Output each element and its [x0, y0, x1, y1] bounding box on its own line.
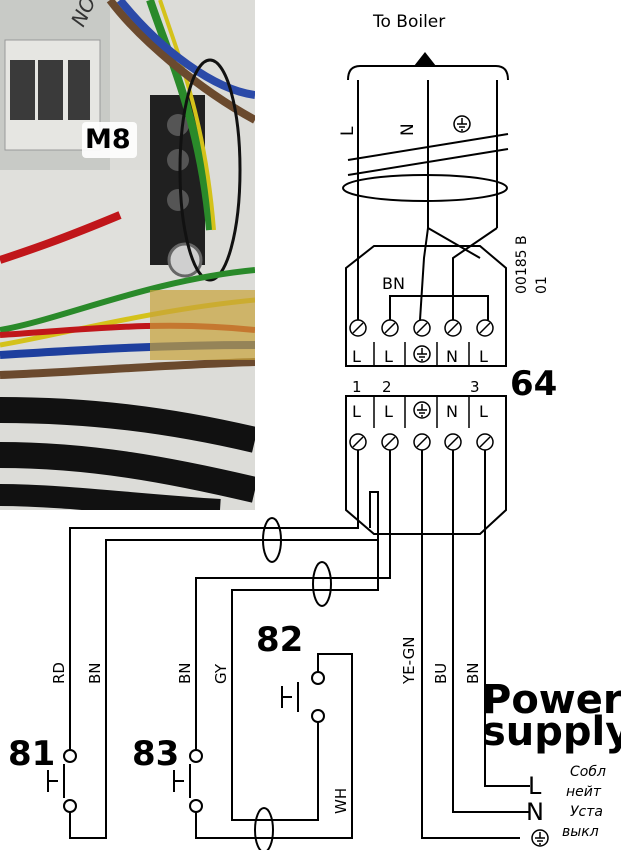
bridge-bn	[389, 295, 489, 320]
switch-82-icon	[281, 671, 325, 723]
terminal-upper-screws	[349, 319, 494, 337]
power-supply-line2: supply	[482, 709, 621, 755]
note-line3: Уста	[570, 804, 603, 820]
power-supply-line1: Power	[482, 677, 621, 723]
switch-81-icon	[47, 749, 77, 813]
cable-l-label: L	[338, 126, 358, 136]
power-l-label: L	[528, 772, 542, 800]
boiler-cable-outline	[347, 65, 509, 81]
terminal-lower-outline	[345, 395, 507, 535]
terminal-upper-outline	[345, 245, 507, 367]
earth-icon-lower	[413, 401, 431, 419]
wire-bu-label: BU	[432, 662, 450, 684]
terminal-lower-screws	[349, 433, 494, 451]
upper-label-4: L	[479, 347, 488, 366]
cable-n-label: N	[398, 123, 418, 136]
wire-pe-cross	[452, 227, 498, 320]
note-line4: выкл	[562, 824, 599, 840]
power-n-label: N	[526, 798, 544, 826]
switch-81-label: 81	[8, 734, 56, 774]
cable-tie-1	[262, 517, 282, 563]
wire-rd	[69, 450, 359, 750]
doc-code-line2: 01	[534, 276, 550, 294]
wire-bu	[452, 450, 520, 813]
lower-label-4: L	[479, 402, 488, 421]
upper-label-1: L	[352, 347, 361, 366]
upper-label-3: N	[446, 347, 458, 366]
wire-rd-label: RD	[50, 662, 68, 684]
lower-label-2: L	[384, 402, 393, 421]
wire-83-return	[195, 812, 290, 839]
cable-tie-3	[254, 807, 274, 850]
cable-break-line-2	[347, 148, 509, 176]
note-line1: Собл	[570, 764, 606, 780]
wire-yegn-label: YE-GN	[400, 636, 418, 684]
wire-yegn	[421, 450, 520, 839]
wire-bn1-label: BN	[86, 662, 104, 684]
wire-bn3-label: BN	[464, 662, 482, 684]
switch-83-icon	[173, 749, 203, 813]
wire-bn-l	[484, 450, 520, 787]
wire-bn2-label: BN	[176, 662, 194, 684]
cable-break-line-1	[347, 133, 509, 161]
lower-number-2: 2	[382, 378, 392, 396]
terminal-upper-dividers	[373, 342, 470, 366]
wire-wh-2	[290, 653, 353, 839]
m8-terminal-label: M8	[85, 124, 131, 155]
terminal-lower-dividers	[373, 396, 470, 428]
wire-n-cross	[419, 227, 429, 321]
note-line2: нейт	[566, 784, 602, 800]
wire-wh-label: WH	[332, 787, 350, 814]
cable-tie-2	[312, 561, 332, 607]
earth-icon-power	[531, 829, 549, 847]
doc-code-line1: 00185 B	[514, 235, 530, 294]
to-boiler-label: To Boiler	[373, 12, 446, 32]
wire-gy-label: GY	[212, 663, 230, 684]
wire-gy	[195, 450, 391, 750]
switch-83-label: 83	[132, 734, 180, 774]
lower-number-1: 1	[352, 378, 362, 396]
cable-sheath-ring	[342, 174, 508, 202]
bridge-bn-label: BN	[382, 274, 405, 293]
wiring-board-photo	[0, 0, 255, 510]
wire-bn-81	[69, 491, 379, 839]
earth-icon-top	[453, 115, 471, 133]
boiler-arrow	[414, 52, 436, 66]
wire-n-cross2	[427, 227, 481, 259]
wire-bn-83	[231, 540, 379, 821]
lower-label-3: N	[446, 402, 458, 421]
switch-82-label: 82	[256, 620, 304, 660]
earth-icon-upper	[413, 345, 431, 363]
lower-number-3: 3	[470, 378, 480, 396]
upper-label-2: L	[384, 347, 393, 366]
terminal-block-number: 64	[510, 364, 558, 404]
wire-wh	[290, 718, 319, 821]
lower-label-1: L	[352, 402, 361, 421]
